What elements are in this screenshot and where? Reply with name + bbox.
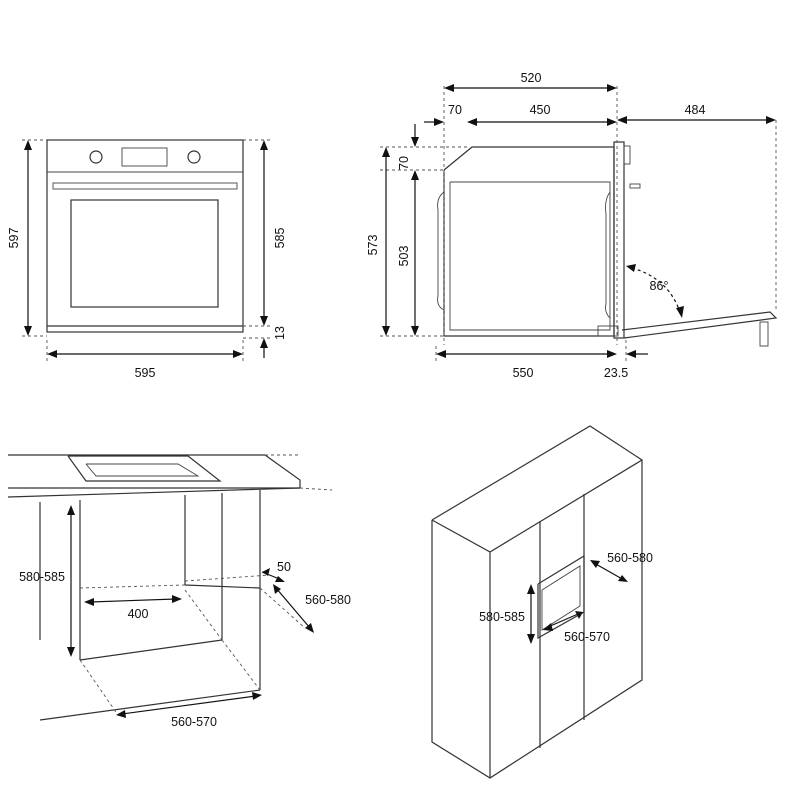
front-extension-lines [22,139,270,362]
niche-height-dimension: 580-585 [19,505,75,657]
undercounter-niche: 580-585 50 560-580 400 560-570 [7,454,351,729]
side-height-total-label: 573 [366,235,380,256]
front-width-dimension: 595 [47,350,243,380]
door-angle-label: 86° [650,279,669,293]
column-height-dimension: 580-585 [479,584,535,644]
niche-height-label: 580-585 [19,570,65,584]
side-body-depth-dimension: 450 [477,103,617,126]
niche-depth-dimension: 560-580 [273,584,351,633]
door-reach-dimension: 484 [617,103,776,124]
vent-depth-label: 50 [277,560,291,574]
oven-side-body [437,141,641,339]
tall-cabinet [431,425,643,779]
niche-width-dimension: 560-570 [116,692,262,729]
oven-front-body [46,139,244,333]
side-panel-depth-dimension: 70 [424,103,478,126]
side-panel-depth-label: 70 [448,103,462,117]
front-height-dimension: 597 [7,140,32,336]
side-top-offset-label: 70 [397,156,411,170]
vent-width-label: 400 [128,607,149,621]
front-height-total-label: 597 [7,228,21,249]
cooktop [67,455,222,482]
side-top-offset-dimension: 70 [397,124,419,180]
niche-cabinet [39,490,306,721]
side-depth-total-dimension: 520 [444,71,617,92]
niche-width-label: 560-570 [171,715,217,729]
front-height-gap-label: 13 [273,326,287,340]
front-width-label: 595 [135,366,156,380]
column-width-dimension: 560-570 [543,611,610,644]
side-base-depth-label: 550 [513,366,534,380]
front-gap-dimension: 13 [260,326,287,358]
side-inner-height-dimension: 503 [397,180,419,336]
vent-depth-dimension: 50 [261,560,291,582]
open-door [621,311,778,347]
front-body-height-dimension: 585 [260,140,287,326]
side-height-total-dimension: 573 [366,147,390,336]
side-extension-lines [380,86,777,362]
side-height-inner-label: 503 [397,246,411,267]
side-body-depth-label: 450 [530,103,551,117]
vent-width-dimension: 400 [84,595,182,621]
door-thickness-label: 23.5 [604,366,628,380]
column-height-label: 580-585 [479,610,525,624]
niche-depth-label: 560-580 [305,593,351,607]
door-angle-indicator: 86° [626,264,684,318]
column-depth-label: 560-580 [607,551,653,565]
front-height-body-label: 585 [273,228,287,249]
side-base-depth-dimension: 550 23.5 [436,350,648,380]
countertop [7,454,333,498]
cabinet-opening [537,554,585,640]
side-depth-total-label: 520 [521,71,542,85]
column-depth-dimension: 560-580 [590,551,653,582]
column-niche: 560-580 580-585 560-570 [431,425,653,779]
side-view: 520 70 450 484 573 [366,71,778,380]
door-reach-label: 484 [685,103,706,117]
front-view: 597 585 13 595 [7,139,287,380]
column-width-label: 560-570 [564,630,610,644]
